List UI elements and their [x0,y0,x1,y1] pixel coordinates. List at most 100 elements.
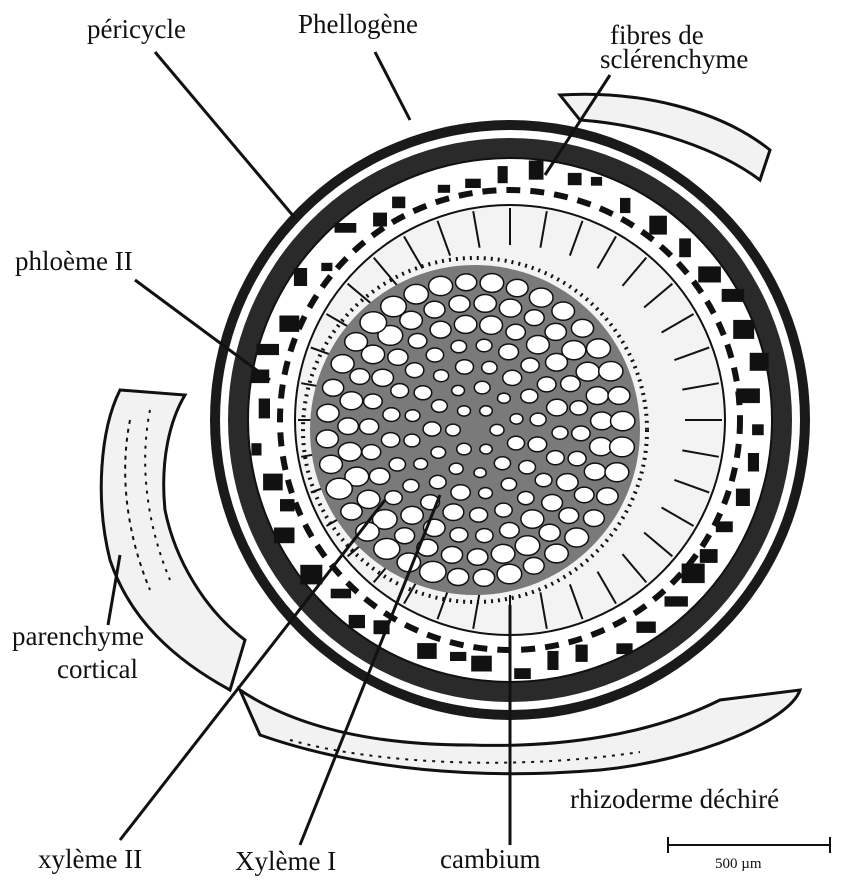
xylem-vessel [480,406,493,416]
label-pericycle: péricycle [87,14,186,44]
xylem-vessel [426,348,443,362]
xylem-vessel [557,474,579,491]
fiber-patch [665,596,688,606]
xylem-vessel [456,274,477,291]
xylem-vessel [404,434,420,447]
xylem-vessel [405,410,420,422]
label-xyleme-i: Xylème I [235,846,336,876]
xylem-vessel [586,387,608,405]
xylem-vessel [591,412,613,430]
xylem-vessel [552,302,575,320]
fiber-patch [722,289,744,302]
fiber-patch [700,549,718,563]
xylem-vessel [414,458,428,469]
xylem-vessel [470,508,488,522]
xylem-vessel [340,392,363,410]
xylem-vessel [480,274,504,293]
leader-pericycle [155,52,295,218]
fiber-patch [576,645,588,662]
xylem-vessel [529,288,553,307]
xylem-vessel [528,437,547,452]
leader-phellogene [375,52,410,120]
xylem-vessel [317,404,339,422]
xylem-vessel [381,433,399,448]
fiber-patch [529,161,544,180]
xylem-vessel [515,536,540,556]
fiber-patch [465,179,481,188]
xylem-vessel [454,315,477,333]
xylem-vessel [530,413,546,426]
xylem-vessel [584,510,605,527]
xylem-vessel [523,558,544,575]
xylem-vessel [403,479,419,492]
xylem-vessel [521,510,544,528]
xylem-vessel [369,468,389,484]
xyleme-zone [310,265,640,595]
xylem-vessel [360,419,379,434]
xylem-vessel [547,451,565,465]
xylem-vessel [552,426,568,439]
fiber-patch [373,213,387,227]
xylem-vessel [360,312,387,333]
xylem-vessel [559,508,579,524]
xylem-vessel [501,478,516,490]
xylem-vessel [364,394,383,409]
xylem-vessel [429,276,453,295]
xylem-vessel [590,438,613,456]
scale-bar-label: 500 µm [715,856,762,872]
fiber-patch [279,316,299,332]
xylem-vessel [599,362,623,381]
fiber-patch [471,656,492,672]
xylem-vessel [519,461,536,474]
xylem-vessel [414,386,432,400]
xylem-vessel [389,458,405,471]
fiber-patch [547,651,558,670]
xylem-vessel [458,406,471,416]
xylem-vessel [446,424,461,436]
xylem-vessel [362,445,381,460]
xylem-vessel [452,385,465,395]
fiber-patch [636,622,655,633]
xylem-vessel [480,444,492,454]
xylem-vessel [424,301,445,318]
label-xyleme-ii: xylème II [38,844,142,874]
fiber-patch [748,453,759,472]
xylem-vessel [434,370,449,382]
fiber-patch [679,238,691,257]
xylem-vessel [479,488,493,499]
xylem-vessel [508,436,525,450]
xylem-vessel [357,490,380,508]
xylem-vessel [503,370,522,385]
scale-bar: 500 µm [668,837,830,872]
xylem-vessel [431,447,446,459]
fiber-patch [616,643,632,654]
fiber-patch [263,474,283,491]
fiber-patch [736,489,750,506]
xylem-vessel [565,528,589,547]
fiber-patch [417,643,437,659]
xylem-vessel [497,564,522,584]
fiber-patch [750,353,769,371]
xylem-vessel [449,463,463,474]
xylem-vessel [383,408,400,422]
xylem-vessel [494,457,510,470]
xylem-vessel [537,377,556,392]
fiber-patch [698,266,721,282]
fiber-patch [274,528,295,544]
xylem-vessel [474,381,490,394]
fiber-patch [300,565,322,585]
fiber-patch [752,424,764,435]
xylem-vessel [570,401,588,415]
fiber-patch [568,173,582,185]
xylem-vessel [449,296,470,313]
fiber-patch [591,177,602,186]
fiber-patch [498,166,508,183]
fiber-patch [649,216,667,235]
xylem-vessel [451,340,467,352]
xylem-vessel [498,393,511,403]
xylem-vessel [499,299,521,317]
xylem-vessel [381,296,407,317]
fiber-patch [514,668,531,679]
